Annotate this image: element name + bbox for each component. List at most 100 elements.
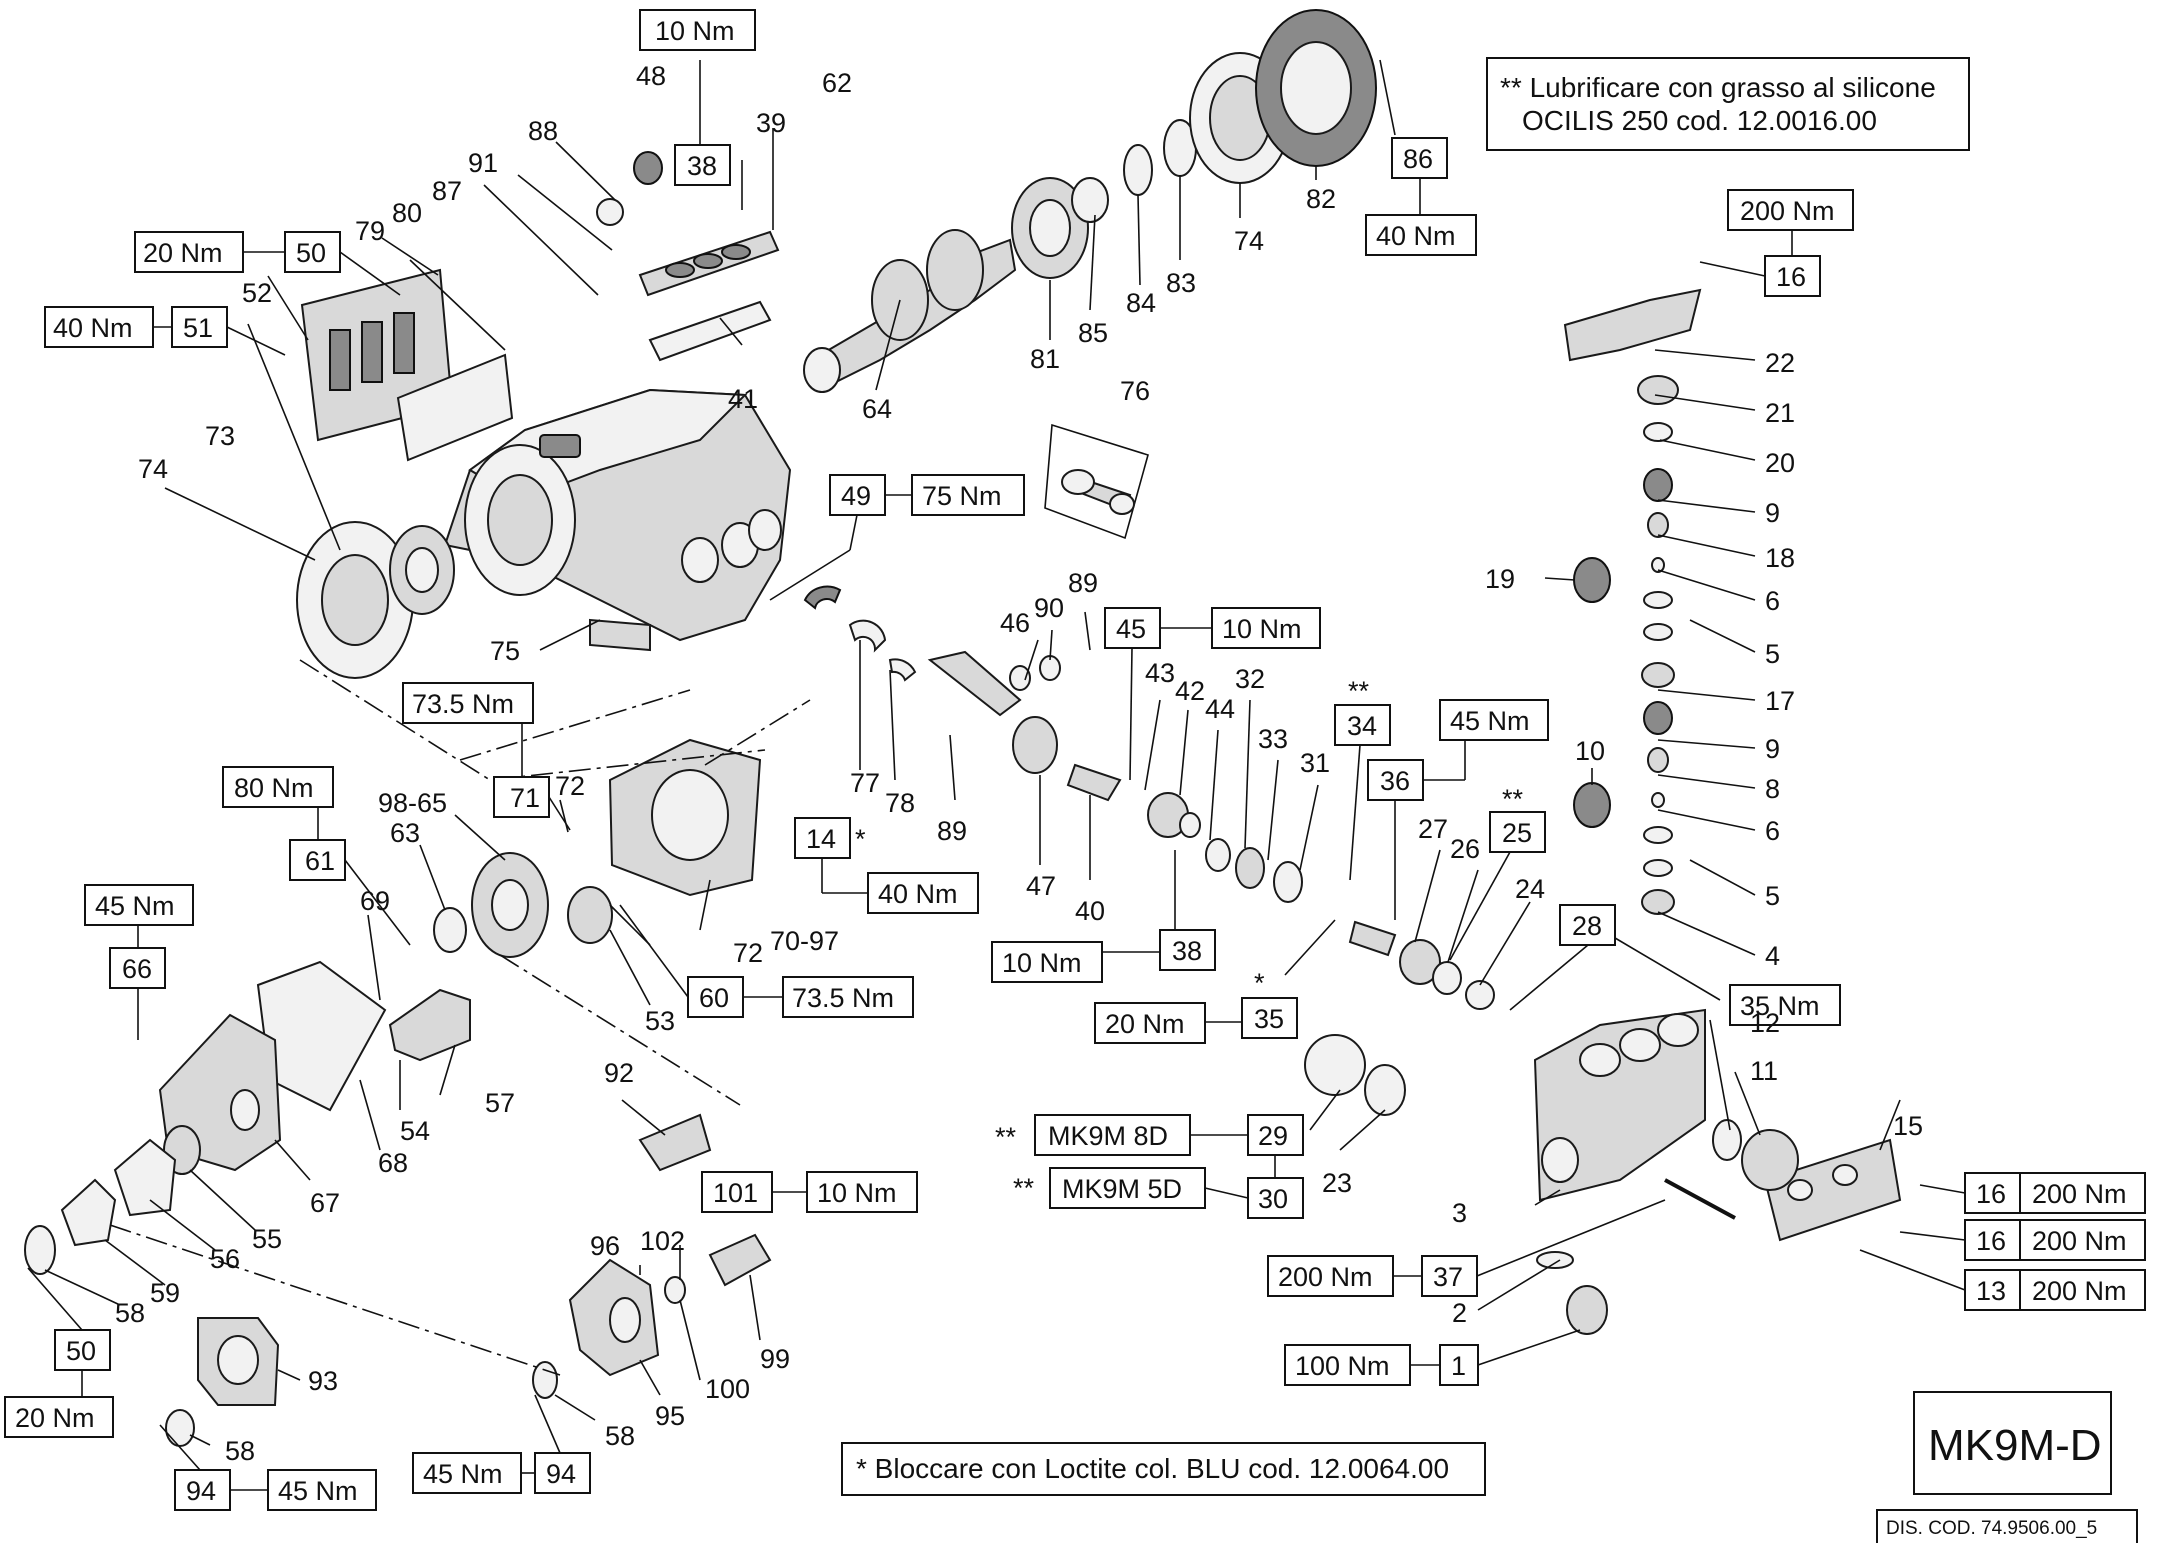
adapter-92	[638, 1113, 712, 1172]
connecting-rod-76	[1044, 423, 1149, 540]
part-label: 72	[733, 938, 763, 968]
torque-box-66: 45 Nm 66	[84, 884, 194, 1040]
part-label: 47	[1026, 871, 1056, 901]
part-label: 12	[1750, 1008, 1780, 1038]
part-label: 56	[210, 1244, 240, 1274]
ring-100	[664, 1276, 686, 1304]
part-label: 92	[604, 1058, 634, 1088]
torque-value: 40 Nm	[53, 313, 133, 343]
torque-box-86: 86 40 Nm	[1365, 137, 1477, 256]
torque-box-50: 20 Nm 50	[134, 231, 401, 296]
torque-value: 20 Nm	[143, 238, 223, 268]
part-label: 89	[937, 816, 967, 846]
valve-stack	[1563, 288, 1702, 915]
cover-63	[433, 907, 467, 953]
torque-box-28: 28 35 Nm	[1509, 904, 1841, 1026]
part-label: 48	[636, 61, 666, 91]
part-label: 32	[1235, 664, 1265, 694]
part-number: 13	[1976, 1276, 2006, 1306]
plug-11	[1741, 1129, 1799, 1191]
torque-box-71: 73.5 Nm 71	[402, 682, 571, 831]
part-number: 16	[1976, 1226, 2006, 1256]
part-label: 53	[645, 1006, 675, 1036]
part-label: 39	[756, 108, 786, 138]
drawing-code-box: DIS. COD. 74.9506.00_5	[1876, 1509, 2138, 1543]
crankcase-housing	[443, 388, 792, 652]
gasket-41	[648, 300, 772, 362]
part-label: 6	[1765, 586, 1780, 616]
torque-value: 80 Nm	[234, 773, 314, 803]
part-label: 95	[655, 1401, 685, 1431]
torque-box-30: ** MK9M 5D 30	[1013, 1155, 1304, 1219]
plunger-36	[1348, 920, 1495, 1010]
top-cover-39	[638, 230, 780, 297]
part-label: 79	[355, 216, 385, 246]
part-label: 57	[485, 1088, 515, 1118]
gasket-80	[396, 353, 514, 462]
torque-box-16-b: 16 200 Nm	[1899, 1219, 2146, 1261]
part-label: 6	[1765, 816, 1780, 846]
part-label: 31	[1300, 748, 1330, 778]
part-number: 94	[186, 1476, 216, 1506]
torque-value: 200 Nm	[2032, 1179, 2127, 1209]
part-number: 25	[1502, 818, 1532, 848]
part-label: 20	[1765, 448, 1795, 478]
rings-42-44	[1147, 792, 1303, 903]
ring-58-bottom	[165, 1409, 195, 1447]
torque-value: 200 Nm	[1278, 1262, 1373, 1292]
part-number: 101	[713, 1178, 758, 1208]
star-mark: *	[1254, 968, 1265, 998]
part-label: 98-65	[378, 788, 447, 818]
part-number: 29	[1258, 1121, 1288, 1151]
part-label: 10	[1575, 736, 1605, 766]
star-mark: *	[855, 824, 866, 854]
torque-box-16-top: 200 Nm 16	[1699, 189, 1854, 297]
part-number: 86	[1403, 144, 1433, 174]
side-cover-70-97	[608, 738, 762, 897]
flange-56	[113, 1138, 177, 1217]
coupling-99	[708, 1233, 772, 1287]
torque-box-38-mid: 10 Nm 38	[991, 850, 1216, 983]
part-label: 26	[1450, 834, 1480, 864]
star-mark: **	[1013, 1173, 1035, 1203]
torque-box-49: 49 75 Nm	[769, 474, 1025, 601]
model-variant: MK9M 8D	[1048, 1121, 1168, 1151]
part-label: 90	[1034, 593, 1064, 623]
seal-53	[567, 886, 613, 944]
part-label: 64	[862, 394, 892, 424]
part-label: 91	[468, 148, 498, 178]
torque-value: 45 Nm	[1450, 706, 1530, 736]
torque-value: 45 Nm	[95, 891, 175, 921]
part-number: 1	[1451, 1351, 1466, 1381]
part-label: 8	[1765, 774, 1780, 804]
assembly-axes	[109, 659, 811, 1376]
torque-value: 73.5 Nm	[792, 983, 894, 1013]
part-label: 63	[390, 818, 420, 848]
part-label: 72	[555, 771, 585, 801]
part-label: 62	[822, 68, 852, 98]
torque-value: 200 Nm	[2032, 1226, 2127, 1256]
torque-box-34: ** 34	[1334, 676, 1391, 881]
part-label: 24	[1515, 874, 1545, 904]
part-label: 85	[1078, 318, 1108, 348]
note-silicone-line1: ** Lubrificare con grasso al silicone	[1500, 72, 1936, 103]
stud-37	[1664, 1178, 1736, 1220]
note-silicone: ** Lubrificare con grasso al silicone OC…	[1486, 57, 1970, 151]
star-mark: **	[995, 1122, 1017, 1152]
part-number: 28	[1572, 911, 1602, 941]
drawing-code: DIS. COD. 74.9506.00_5	[1886, 1518, 2097, 1539]
torque-box-37: 200 Nm 37	[1267, 1199, 1666, 1297]
torque-value: 200 Nm	[2032, 1276, 2127, 1306]
torque-value: 200 Nm	[1740, 196, 1835, 226]
torque-value: 10 Nm	[1002, 948, 1082, 978]
part-number: 14	[806, 824, 836, 854]
part-label: 43	[1145, 658, 1175, 688]
part-label: 69	[360, 886, 390, 916]
part-labels: 48 39 62 88 91 87 79 80 52 73 74 75 41 6…	[115, 61, 1923, 1466]
torque-box-13: 13 200 Nm	[1859, 1249, 2146, 1311]
seal-29-sleeve	[1304, 1034, 1406, 1116]
torque-value: 73.5 Nm	[412, 689, 514, 719]
torque-box-101: 101 10 Nm	[701, 1171, 918, 1213]
torque-box-29: ** MK9M 8D 29	[995, 1114, 1304, 1156]
part-label: 52	[242, 278, 272, 308]
